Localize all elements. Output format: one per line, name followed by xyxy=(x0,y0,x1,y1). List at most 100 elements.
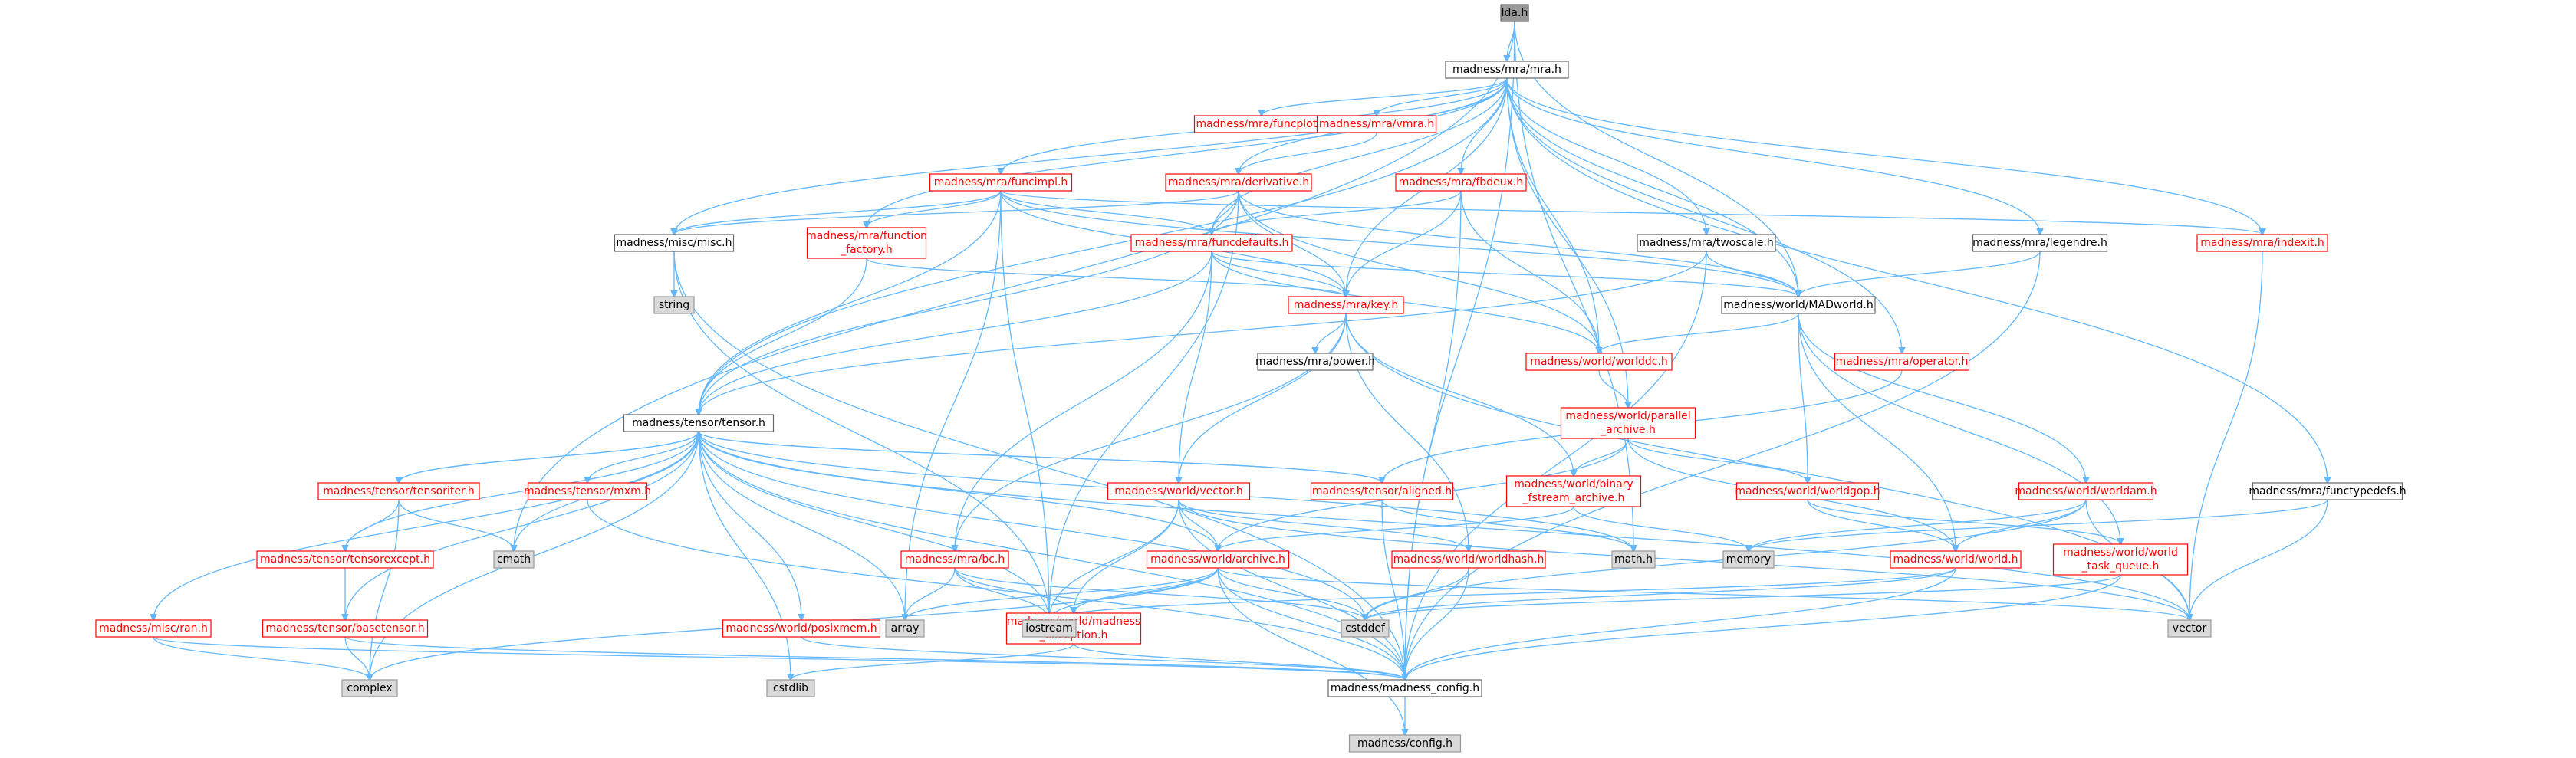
node-box-vmra xyxy=(1316,115,1437,133)
node-iostream[interactable]: iostream xyxy=(1022,619,1077,638)
edges-layer xyxy=(153,21,2328,735)
node-worldgop[interactable]: madness/world/worldgop.h xyxy=(1735,482,1880,500)
node-label-vector_std: vector xyxy=(2173,622,2207,635)
node-bc[interactable]: madness/mra/bc.h xyxy=(900,550,1009,569)
node-operator[interactable]: madness/mra/operator.h xyxy=(1834,353,1970,371)
node-box-funcdefaults xyxy=(1130,234,1293,252)
node-aligned[interactable]: madness/tensor/aligned.h xyxy=(1310,482,1454,500)
edge-lda-to-mra xyxy=(1507,21,1515,61)
node-config[interactable]: madness/config.h xyxy=(1348,734,1462,753)
node-label-mxm: madness/tensor/mxm.h xyxy=(524,485,651,497)
node-archive[interactable]: madness/world/archive.h xyxy=(1146,550,1290,569)
node-task_queue[interactable]: madness/world/world_task_queue.h xyxy=(2052,543,2189,576)
node-label-legendre: madness/mra/legendre.h xyxy=(1972,237,2107,249)
node-power[interactable]: madness/mra/power.h xyxy=(1255,353,1375,371)
node-tensoriter[interactable]: madness/tensor/tensoriter.h xyxy=(317,482,480,500)
node-ran[interactable]: madness/misc/ran.h xyxy=(95,619,212,638)
node-label-ran: madness/misc/ran.h xyxy=(99,622,208,635)
edge-parallel_archive-to-binary_fstream xyxy=(1574,438,1629,476)
node-complex[interactable]: complex xyxy=(341,679,398,697)
edge-task_queue-to-cstddef xyxy=(1365,574,2121,620)
edge-worldgop-to-world_h xyxy=(1807,499,1956,551)
edge-funcimpl-to-indexit xyxy=(1000,190,2262,235)
node-box-worldhash xyxy=(1391,550,1546,569)
node-string[interactable]: string xyxy=(653,296,695,314)
edge-mxm-to-madness_config xyxy=(587,499,1405,680)
node-cstddef[interactable]: cstddef xyxy=(1341,619,1390,638)
node-label-tensoriter: madness/tensor/tensoriter.h xyxy=(323,485,475,497)
edge-tensor-to-cstdlib xyxy=(698,431,791,680)
node-box-array xyxy=(885,619,925,638)
edge-twoscale-to-madness_config xyxy=(1405,251,1707,680)
node-worldhash[interactable]: madness/world/worldhash.h xyxy=(1391,550,1546,569)
node-funcdefaults[interactable]: madness/mra/funcdefaults.h xyxy=(1130,234,1293,252)
node-box-cstddef xyxy=(1341,619,1390,638)
node-label-key: madness/mra/key.h xyxy=(1294,299,1398,311)
node-array[interactable]: array xyxy=(885,619,925,638)
node-box-functypedefs xyxy=(2252,482,2403,500)
node-tensorexcept[interactable]: madness/tensor/tensorexcept.h xyxy=(256,550,434,569)
edge-worldhash-to-cstddef xyxy=(1365,567,1469,620)
edge-vmra-to-derivative xyxy=(1239,132,1377,174)
node-math_h[interactable]: math.h xyxy=(1611,550,1656,569)
node-parallel_archive[interactable]: madness/world/parallel_archive.h xyxy=(1560,407,1696,439)
node-label-mra: madness/mra/mra.h xyxy=(1452,64,1561,76)
node-binary_fstream[interactable]: madness/world/binary_fstream_archive.h xyxy=(1505,475,1642,507)
node-functypedefs[interactable]: madness/mra/functypedefs.h xyxy=(2249,482,2407,500)
node-funcimpl[interactable]: madness/mra/funcimpl.h xyxy=(929,173,1073,192)
node-misc[interactable]: madness/misc/misc.h xyxy=(614,234,735,252)
node-box-memory xyxy=(1722,550,1775,569)
edge-madworld-to-worldam xyxy=(1798,313,2086,483)
edge-tensor-to-iostream xyxy=(698,431,1049,620)
node-label-aligned: madness/tensor/aligned.h xyxy=(1312,485,1452,497)
node-cmath[interactable]: cmath xyxy=(493,550,535,569)
node-funcplot[interactable]: madness/mra/funcplot.h xyxy=(1193,115,1330,133)
node-posixmem[interactable]: madness/world/posixmem.h xyxy=(722,619,881,638)
node-basetensor[interactable]: madness/tensor/basetensor.h xyxy=(262,619,429,638)
node-vmra[interactable]: madness/mra/vmra.h xyxy=(1316,115,1437,133)
node-box-key xyxy=(1288,296,1404,314)
node-function_factory[interactable]: madness/mra/function_factory.h xyxy=(806,227,927,259)
node-twoscale[interactable]: madness/mra/twoscale.h xyxy=(1637,234,1776,252)
node-box-binary_fstream xyxy=(1505,475,1642,507)
node-key[interactable]: madness/mra/key.h xyxy=(1288,296,1404,314)
node-legendre[interactable]: madness/mra/legendre.h xyxy=(1972,234,2108,252)
node-box-operator xyxy=(1834,353,1970,371)
node-box-function_factory xyxy=(806,227,927,259)
node-worldam[interactable]: madness/world/worldam.h xyxy=(2015,482,2157,500)
node-madworld[interactable]: madness/world/MADworld.h xyxy=(1721,296,1876,314)
node-box-basetensor xyxy=(262,619,429,638)
edge-fbdeux-to-madness_config xyxy=(1405,190,1462,680)
node-madness_config[interactable]: madness/madness_config.h xyxy=(1327,679,1482,697)
node-lda[interactable]: lda.h xyxy=(1500,4,1529,22)
edge-mra-to-funcplot xyxy=(1262,77,1508,116)
node-label-worldhash: madness/world/worldhash.h xyxy=(1393,553,1545,566)
node-memory[interactable]: memory xyxy=(1722,550,1775,569)
node-box-indexit xyxy=(2196,234,2328,252)
node-world_h[interactable]: madness/world/world.h xyxy=(1890,550,2022,569)
node-box-archive xyxy=(1146,550,1290,569)
node-tensor[interactable]: madness/tensor/tensor.h xyxy=(623,414,775,432)
node-box-config xyxy=(1348,734,1462,753)
edge-indexit-to-vector_std xyxy=(2189,251,2263,620)
node-box-worlddc xyxy=(1525,353,1673,371)
node-box-aligned xyxy=(1310,482,1454,500)
node-vector_h[interactable]: madness/world/vector.h xyxy=(1107,482,1251,500)
node-label-task_queue-1: _task_queue.h xyxy=(2081,560,2160,573)
node-vector_std[interactable]: vector xyxy=(2167,619,2212,638)
edge-binary_fstream-to-archive xyxy=(1218,506,1574,551)
node-cstdlib[interactable]: cstdlib xyxy=(766,679,815,697)
edge-fbdeux-to-worlddc xyxy=(1460,190,1599,353)
node-mra[interactable]: madness/mra/mra.h xyxy=(1445,61,1569,79)
node-indexit[interactable]: madness/mra/indexit.h xyxy=(2196,234,2328,252)
node-box-iostream xyxy=(1022,619,1077,638)
node-fbdeux[interactable]: madness/mra/fbdeux.h xyxy=(1395,173,1527,192)
node-box-derivative xyxy=(1165,173,1312,192)
edge-mra-to-twoscale xyxy=(1506,77,1706,235)
edge-madness_exception-to-cstdlib xyxy=(791,643,1074,680)
node-label-archive: madness/world/archive.h xyxy=(1150,553,1285,566)
node-derivative[interactable]: madness/mra/derivative.h xyxy=(1165,173,1312,192)
edge-tensoriter-to-cmath xyxy=(398,499,514,551)
node-mxm[interactable]: madness/tensor/mxm.h xyxy=(524,482,651,500)
node-worlddc[interactable]: madness/world/worlddc.h xyxy=(1525,353,1673,371)
